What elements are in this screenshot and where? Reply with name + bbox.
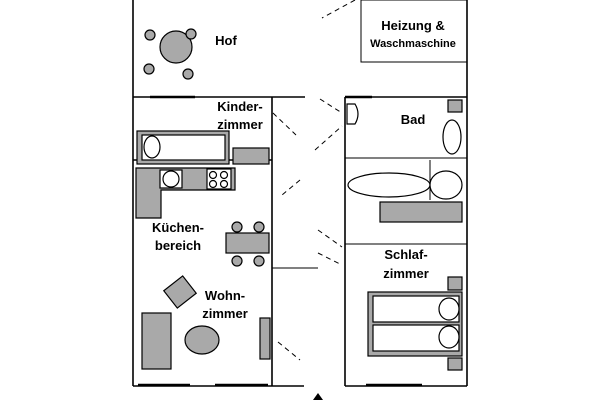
coffee-table [184,325,220,355]
label-heizung-line1: Heizung & [381,18,445,33]
tv-cabinet [259,317,271,360]
label-wohn-line1: Wohn- [205,288,245,303]
entrance-arrow-icon [313,393,323,400]
label-hof: Hof [215,33,237,48]
double-bed [367,276,463,371]
hof-table-set [143,28,197,80]
sofa [141,312,172,370]
door-markers [272,0,356,361]
armchair [162,275,198,309]
label-heizung-line2: Waschmaschine [370,38,456,50]
bathroom-fixtures [346,99,463,223]
label-bad: Bad [401,112,426,127]
label-kinder-line2: zimmer [217,117,263,132]
kinderzimmer-bed [136,130,230,165]
dining-table-set [225,221,270,267]
label-schlaf-line2: zimmer [383,266,429,281]
kinderzimmer-desk [232,147,270,165]
label-kuechen-line1: Küchen- [152,220,204,235]
kitchen-counter [135,167,236,219]
label-kuechen-line2: bereich [155,238,201,253]
label-kinder-line1: Kinder- [217,99,263,114]
label-wohn-line2: zimmer [202,306,248,321]
label-schlaf-line1: Schlaf- [384,247,427,262]
